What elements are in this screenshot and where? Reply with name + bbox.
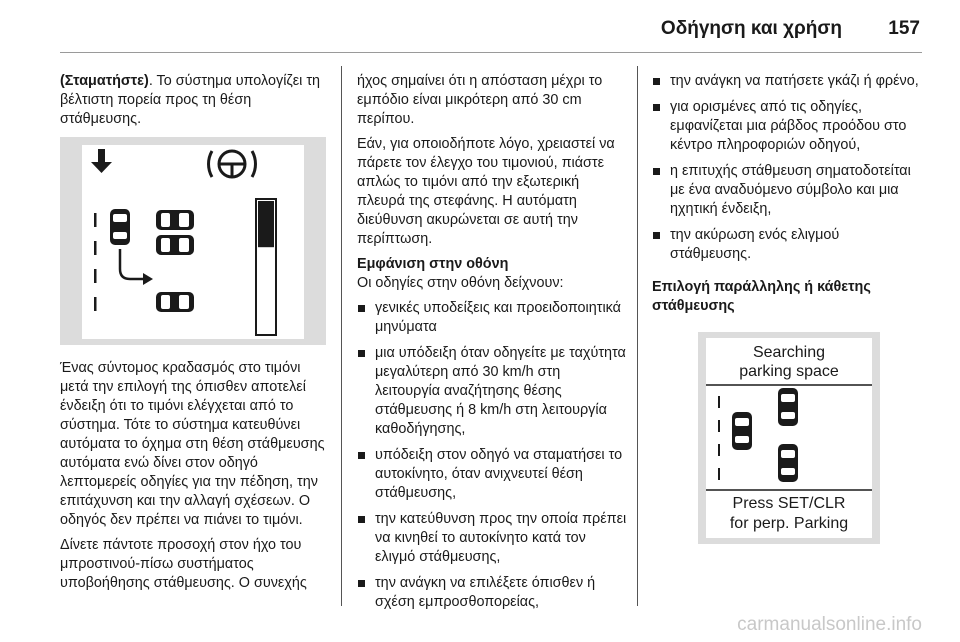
own-car-icon bbox=[732, 412, 752, 450]
parking-mode-display-figure: Searching parking space Press SET/CL bbox=[698, 332, 880, 544]
down-arrow-icon bbox=[91, 149, 112, 173]
bullet-list: γενικές υποδείξεις και προειδοποιητικά μ… bbox=[357, 299, 627, 612]
body-paragraph: Ένας σύντομος κραδασμός στο τιμόνι μετά … bbox=[60, 360, 325, 528]
parked-car-icon bbox=[156, 210, 194, 230]
lane-marking bbox=[718, 396, 720, 480]
display-bottom-line-2: for perp. Parking bbox=[730, 515, 848, 532]
page-number: 157 bbox=[888, 18, 920, 39]
list-item: γενικές υποδείξεις και προειδοποιητικά μ… bbox=[357, 299, 627, 337]
header-rule bbox=[60, 52, 922, 53]
list-intro: Οι οδηγίες στην οθόνη δείχνουν: bbox=[357, 275, 564, 291]
parked-car-icon bbox=[156, 235, 194, 255]
section-heading: Εμφάνιση στην οθόνη bbox=[357, 256, 509, 272]
progress-bar-fill bbox=[258, 201, 274, 248]
bullet-list: την ανάγκη να πατήσετε γκάζι ή φρένο, γι… bbox=[652, 72, 922, 264]
list-item: η επιτυχής στάθμευση σηματοδοτείται με έ… bbox=[652, 162, 922, 219]
lane-marking bbox=[94, 213, 97, 311]
intro-paragraph: (Σταματήστε). Το σύστημα υπολογίζει τη β… bbox=[60, 72, 326, 129]
list-item: την κατεύθυνση προς την οποία πρέπει να … bbox=[357, 510, 627, 567]
list-item: υπόδειξη στον οδηγό να σταματήσει το αυτ… bbox=[357, 446, 627, 503]
body-paragraph: Εάν, για οποιοδήποτε λόγο, χρειαστεί να … bbox=[357, 136, 615, 247]
column-2: ήχος σημαίνει ότι η απόσταση μέχρι το εμ… bbox=[357, 72, 627, 619]
parked-car-icon bbox=[156, 292, 194, 312]
column-divider-1 bbox=[341, 66, 342, 606]
list-item: μια υπόδειξη όταν οδηγείτε με ταχύτητα μ… bbox=[357, 344, 627, 439]
steering-wheel-icon bbox=[207, 149, 257, 179]
section-heading: Επιλογή παράλληλης ή κάθετης στάθμευσης bbox=[652, 279, 871, 314]
body-paragraph: Δίνετε πάντοτε προσοχή στον ήχο του μπρο… bbox=[60, 537, 307, 591]
list-item: την ανάγκη να επιλέξετε όπισθεν ή σχέση … bbox=[357, 574, 627, 612]
list-item: την ανάγκη να πατήσετε γκάζι ή φρένο, bbox=[652, 72, 922, 91]
display-top-line-2: parking space bbox=[739, 363, 839, 380]
list-item: για ορισμένες από τις οδηγίες, εμφανίζετ… bbox=[652, 98, 922, 155]
own-car-icon bbox=[110, 209, 130, 245]
reverse-path-arrow-icon bbox=[118, 249, 153, 285]
watermark: carmanualsonline.info bbox=[737, 614, 922, 635]
parked-car-icon bbox=[778, 444, 798, 482]
intro-rest: . Το σύστημα υπολογίζει τη βέλτιστη πορε… bbox=[60, 73, 321, 127]
column-divider-2 bbox=[637, 66, 638, 606]
intro-bold: (Σταματήστε) bbox=[60, 73, 149, 89]
column-3: την ανάγκη να πατήσετε γκάζι ή φρένο, γι… bbox=[652, 72, 922, 544]
parked-car-icon bbox=[778, 388, 798, 426]
column-1: (Σταματήστε). Το σύστημα υπολογίζει τη β… bbox=[60, 72, 326, 599]
header-title: Οδήγηση και χρήση bbox=[660, 18, 842, 39]
list-item: την ακύρωση ενός ελιγμού στάθμευσης. bbox=[652, 226, 922, 264]
parking-guidance-figure bbox=[60, 137, 326, 345]
body-paragraph: ήχος σημαίνει ότι η απόσταση μέχρι το εμ… bbox=[357, 73, 603, 127]
progress-bar bbox=[255, 198, 277, 336]
display-top-line-1: Searching bbox=[753, 344, 825, 361]
display-bottom-line-1: Press SET/CLR bbox=[733, 495, 846, 512]
